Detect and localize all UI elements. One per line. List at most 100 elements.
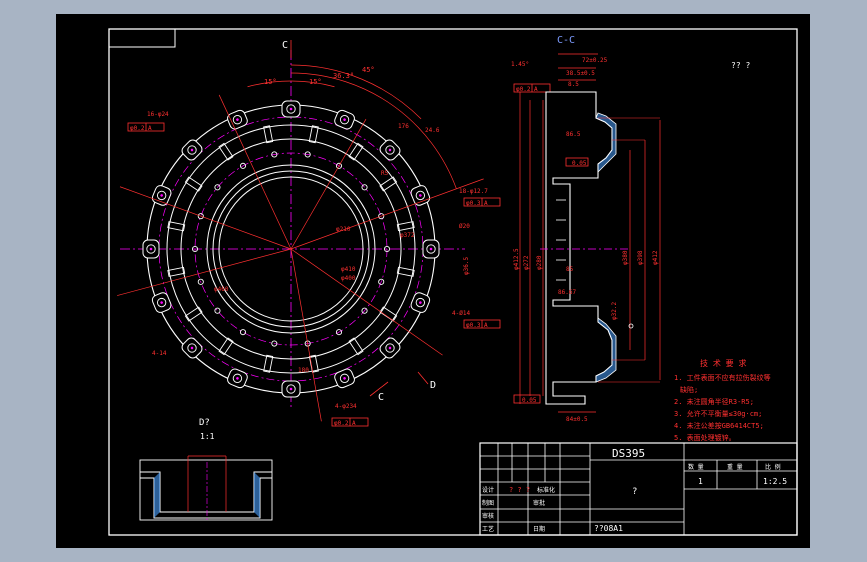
lug-hole-center xyxy=(289,387,293,391)
dim-d372: φ372 xyxy=(400,232,415,239)
hole-pitch-circle xyxy=(194,152,388,346)
rib-body xyxy=(396,221,415,232)
small-hole xyxy=(197,278,204,285)
side-dim-d2: φ280 xyxy=(536,255,543,270)
outer-ring-inner xyxy=(166,124,416,374)
technical-notes: 技 术 要 求 1. 工件表面不应有拉伤裂纹等 缺陷; 2. 未注圆角半径R3-… xyxy=(674,358,771,442)
dimension-ray xyxy=(290,248,322,422)
gdt-frame-3: φ0.3 A xyxy=(463,319,501,329)
tb-drawing-no: DS395 xyxy=(612,447,645,460)
side-dim-top-1: 72±0.25 xyxy=(582,57,608,64)
cut-label-d: D xyxy=(430,380,436,391)
gdt-frame-7: 0.05 xyxy=(513,394,541,404)
small-hole xyxy=(197,213,204,220)
detail-view-d xyxy=(139,455,273,521)
lug-hole-center xyxy=(388,346,392,350)
tb-sheet-ref: ??08A1 xyxy=(594,524,623,533)
dimension-ray xyxy=(290,178,484,250)
outer-frame-border xyxy=(108,28,798,536)
dim-d36: φ36.5 xyxy=(463,257,470,275)
lug-hole-center xyxy=(419,301,422,304)
gdt-frame-6: 0.05 xyxy=(565,157,589,167)
cut-label-c-bottom: C xyxy=(378,392,384,403)
svg-text:φ0.2: φ0.2 xyxy=(516,86,531,93)
gdt-frame-1: φ0.2 A xyxy=(127,122,165,132)
bore-outer xyxy=(212,170,370,328)
small-hole xyxy=(239,329,247,336)
rib-body xyxy=(348,142,364,161)
angle-arc-45 xyxy=(290,64,422,120)
small-hole xyxy=(271,340,278,347)
angle-arc-15a xyxy=(247,80,292,88)
detail-scale: 1:1 xyxy=(200,432,215,441)
side-dim-bottom: 84±0.5 xyxy=(566,416,588,423)
section-mark xyxy=(628,323,634,329)
dim-holes-16: 16-φ24 xyxy=(147,111,169,118)
tb-col-scale: 比 例 xyxy=(765,463,781,471)
dim-d460: φ460 xyxy=(214,286,229,293)
detail-title-d: D? xyxy=(199,418,210,428)
small-hole xyxy=(361,307,368,314)
svg-text:φ0.3: φ0.3 xyxy=(466,322,481,329)
svg-text:0.05: 0.05 xyxy=(522,397,537,404)
lug xyxy=(379,337,401,359)
lug-hole-center xyxy=(429,247,433,251)
rib xyxy=(218,142,234,161)
cut-arrow-d xyxy=(417,371,429,385)
small-hole xyxy=(191,245,199,253)
notes-title: 技 术 要 求 xyxy=(700,358,746,368)
dim-holes-4: 4-Ø14 xyxy=(452,310,470,317)
lug-hole xyxy=(339,373,350,383)
notes-line-1: 1. 工件表面不应有拉伤裂纹等 xyxy=(674,373,771,382)
section-view-cc xyxy=(519,53,661,413)
dimension-ray xyxy=(290,118,367,250)
rib-body xyxy=(379,176,398,192)
rib xyxy=(218,337,234,356)
tb-audit: 审批 xyxy=(533,499,545,507)
lug-hole xyxy=(187,343,197,353)
lug-hole xyxy=(286,384,296,394)
rib-body xyxy=(379,306,398,322)
dim-d20: Ø20 xyxy=(459,223,470,230)
dim-d400: φ400 xyxy=(341,275,356,282)
lug-hole-center xyxy=(190,148,194,152)
detail-box xyxy=(139,459,273,521)
lug-hole-center xyxy=(388,148,392,152)
notes-line-5: 5. 表面处理镀锌。 xyxy=(674,433,736,442)
detail-hatch-right xyxy=(254,472,260,518)
side-dim-d4: φ398 xyxy=(637,250,644,265)
small-hole xyxy=(335,162,343,169)
flange-inner xyxy=(206,164,376,334)
lug-hole-center xyxy=(236,377,239,380)
dim-d210: φ210 xyxy=(336,226,351,233)
section-title-cc: C-C xyxy=(557,35,575,46)
lug xyxy=(334,368,355,389)
tb-qty: 1 xyxy=(698,477,703,486)
tb-part-name: ? xyxy=(632,487,637,497)
dim-angle-15a: 15° xyxy=(264,78,277,86)
lug-hole xyxy=(232,115,243,125)
svg-text:A: A xyxy=(484,200,488,207)
rib xyxy=(167,221,186,232)
lug-hole-center xyxy=(289,107,293,111)
dim-holes-18: 18-φ12.7 xyxy=(459,188,488,195)
lug-hole xyxy=(157,190,167,201)
dimension-ray xyxy=(218,94,292,250)
side-dim-m2: 85 xyxy=(566,266,574,273)
tb-col-qty: 数 量 xyxy=(688,463,704,471)
lug-hole xyxy=(286,104,296,114)
lug-hole-center xyxy=(343,118,346,121)
notes-line-4: 4. 未注公差按GB6414CT5; xyxy=(674,421,764,430)
lug xyxy=(410,292,431,313)
bore-inner xyxy=(218,176,364,322)
side-dim-chamfer: 1.45° xyxy=(511,61,529,68)
lug-hole xyxy=(415,297,425,308)
lug-hole xyxy=(426,244,436,254)
angle-arc-15b xyxy=(290,80,335,88)
dim-angle-45: 45° xyxy=(362,66,375,74)
rib xyxy=(184,306,203,322)
dim-180: 180 xyxy=(298,367,309,374)
small-hole xyxy=(383,245,391,253)
dim-r176: 176 xyxy=(398,123,409,130)
